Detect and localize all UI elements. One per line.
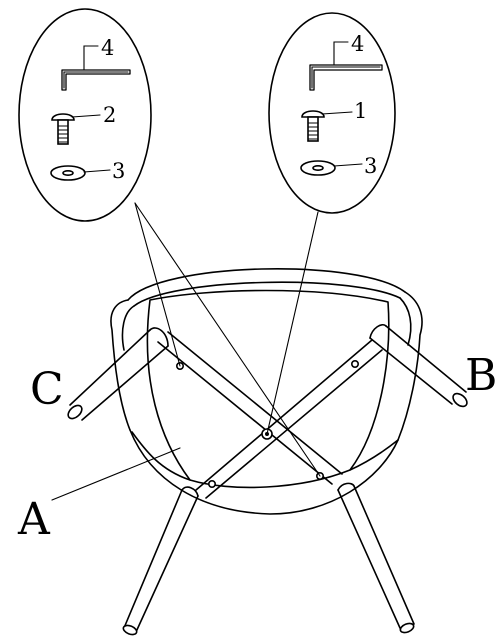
label-washer-left: 3 xyxy=(112,159,125,183)
callout-left-bubble xyxy=(18,8,152,222)
label-part-a: A xyxy=(17,494,51,545)
bolt-icon xyxy=(51,113,75,145)
callout-left: 4 2 3 xyxy=(18,8,152,222)
label-bolt-left: 2 xyxy=(103,103,116,127)
leg-b xyxy=(369,323,468,408)
leader-bolt-right xyxy=(321,111,353,115)
leader-allen-key-right xyxy=(333,41,349,66)
label-allen-key-left: 4 xyxy=(101,36,114,60)
leader-allen-key-left xyxy=(83,45,99,71)
leader-washer-right xyxy=(333,163,363,167)
leader-bolt-left xyxy=(71,114,101,118)
label-part-b: B xyxy=(465,350,497,401)
washer-icon xyxy=(50,165,86,181)
bolt-hole-icon xyxy=(350,359,359,368)
rail-right-to-left xyxy=(195,339,383,499)
chair-seat-shell xyxy=(110,268,423,515)
bolt-hole-icon xyxy=(208,479,217,488)
leg-c xyxy=(67,327,169,421)
label-allen-key-right: 4 xyxy=(351,32,364,56)
allen-key-icon xyxy=(309,64,383,91)
washer-icon xyxy=(300,160,336,176)
allen-key-icon xyxy=(61,69,131,91)
leg-lower-right xyxy=(337,482,415,634)
leader-washer-left xyxy=(83,169,111,173)
callout-right: 4 1 3 xyxy=(268,12,396,214)
label-part-c: C xyxy=(30,364,64,415)
bolt-icon xyxy=(301,110,325,142)
callout-leader-lines xyxy=(134,202,321,477)
leader-line-a xyxy=(51,447,181,501)
leg-lower-left xyxy=(122,486,199,636)
label-bolt-right: 1 xyxy=(354,99,367,123)
label-washer-right: 3 xyxy=(364,154,377,178)
